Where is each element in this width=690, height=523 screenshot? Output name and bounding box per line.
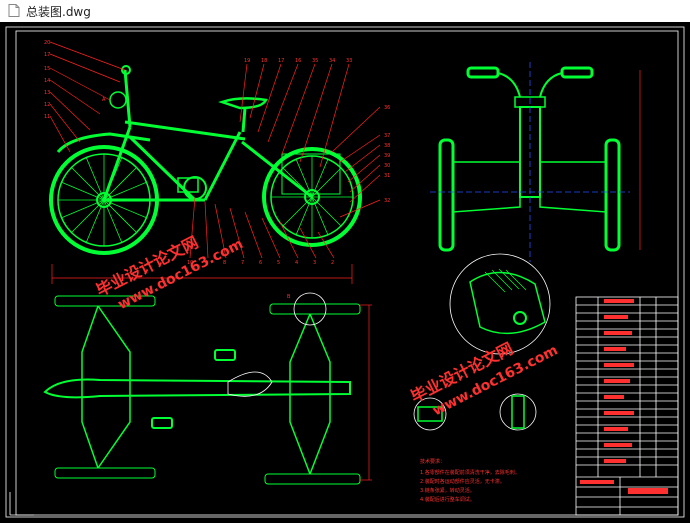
detail-view-a [449,253,551,355]
svg-text:19: 19 [244,58,250,64]
svg-text:18: 18 [261,58,267,64]
svg-text:34: 34 [329,58,335,64]
svg-text:39: 39 [384,153,390,159]
section-mark-b: B [287,294,291,300]
svg-text:30: 30 [384,163,390,169]
svg-text:36: 36 [384,105,390,111]
balloon-labels-right: 36 37 38 39 30 31 32 [384,105,390,204]
svg-text:17: 17 [278,58,284,64]
balloon-17: 17 [44,52,50,58]
balloon-labels-top: 19 18 17 16 35 34 33 [244,58,352,64]
balloon-12: 12 [44,102,50,108]
balloon-20: 20 [44,40,50,46]
svg-text:5: 5 [277,260,280,266]
window-titlebar: 总装图.dwg [0,0,690,23]
parts-list-table [575,296,679,516]
detail-mark-a: A [102,97,106,103]
balloon-15: 15 [44,66,50,72]
svg-text:31: 31 [384,173,390,179]
window-title: 总装图.dwg [26,5,91,19]
svg-text:32: 32 [384,198,390,204]
svg-text:35: 35 [312,58,318,64]
svg-text:4: 4 [295,260,298,266]
svg-text:2.装配时各运动部件应灵活，无卡滞。: 2.装配时各运动部件应灵活，无卡滞。 [420,478,505,485]
svg-text:3: 3 [313,260,316,266]
technical-requirements: 技术要求： 1.各零部件在装配前须清洗干净，去除毛刺。 2.装配时各运动部件应灵… [420,458,520,503]
watermark-left: 毕业设计论文网 www.doc163.com [93,232,246,313]
svg-text:技术要求：: 技术要求： [420,458,445,465]
balloon-labels-left: 20 17 15 14 13 12 11 [44,40,50,120]
balloon-11: 11 [44,114,50,120]
inner-frame [15,30,679,516]
cad-drawing-canvas[interactable]: 20 17 15 14 13 12 11 19 18 17 16 35 34 3… [0,22,690,519]
cad-drawing[interactable]: 20 17 15 14 13 12 11 19 18 17 16 35 34 3… [0,22,690,519]
svg-text:7: 7 [241,260,244,266]
svg-text:3.链条张紧，转动灵活。: 3.链条张紧，转动灵活。 [420,487,475,494]
svg-text:1.各零部件在装配前须清洗干净，去除毛刺。: 1.各零部件在装配前须清洗干净，去除毛刺。 [420,469,520,476]
side-view-bicycle [49,65,362,255]
balloon-14: 14 [44,78,50,84]
svg-text:6: 6 [259,260,262,266]
front-view [430,62,641,262]
small-detail-views [413,393,537,431]
balloon-labels-bottom: 10 9 8 7 6 5 4 3 2 [187,260,334,266]
svg-text:38: 38 [384,143,390,149]
svg-text:37: 37 [384,133,390,139]
svg-text:2: 2 [331,260,334,266]
dwg-file-icon [8,4,20,17]
side-view-leaders [49,41,381,284]
svg-text:9: 9 [205,260,208,266]
svg-text:33: 33 [346,58,352,64]
svg-text:16: 16 [295,58,301,64]
ucs-icon [9,492,34,516]
balloon-13: 13 [44,90,50,96]
outer-frame [5,26,685,518]
svg-text:10: 10 [187,260,193,266]
svg-text:8: 8 [223,260,226,266]
top-view [43,292,372,485]
svg-text:4.装配后进行整车调试。: 4.装配后进行整车调试。 [420,496,475,503]
